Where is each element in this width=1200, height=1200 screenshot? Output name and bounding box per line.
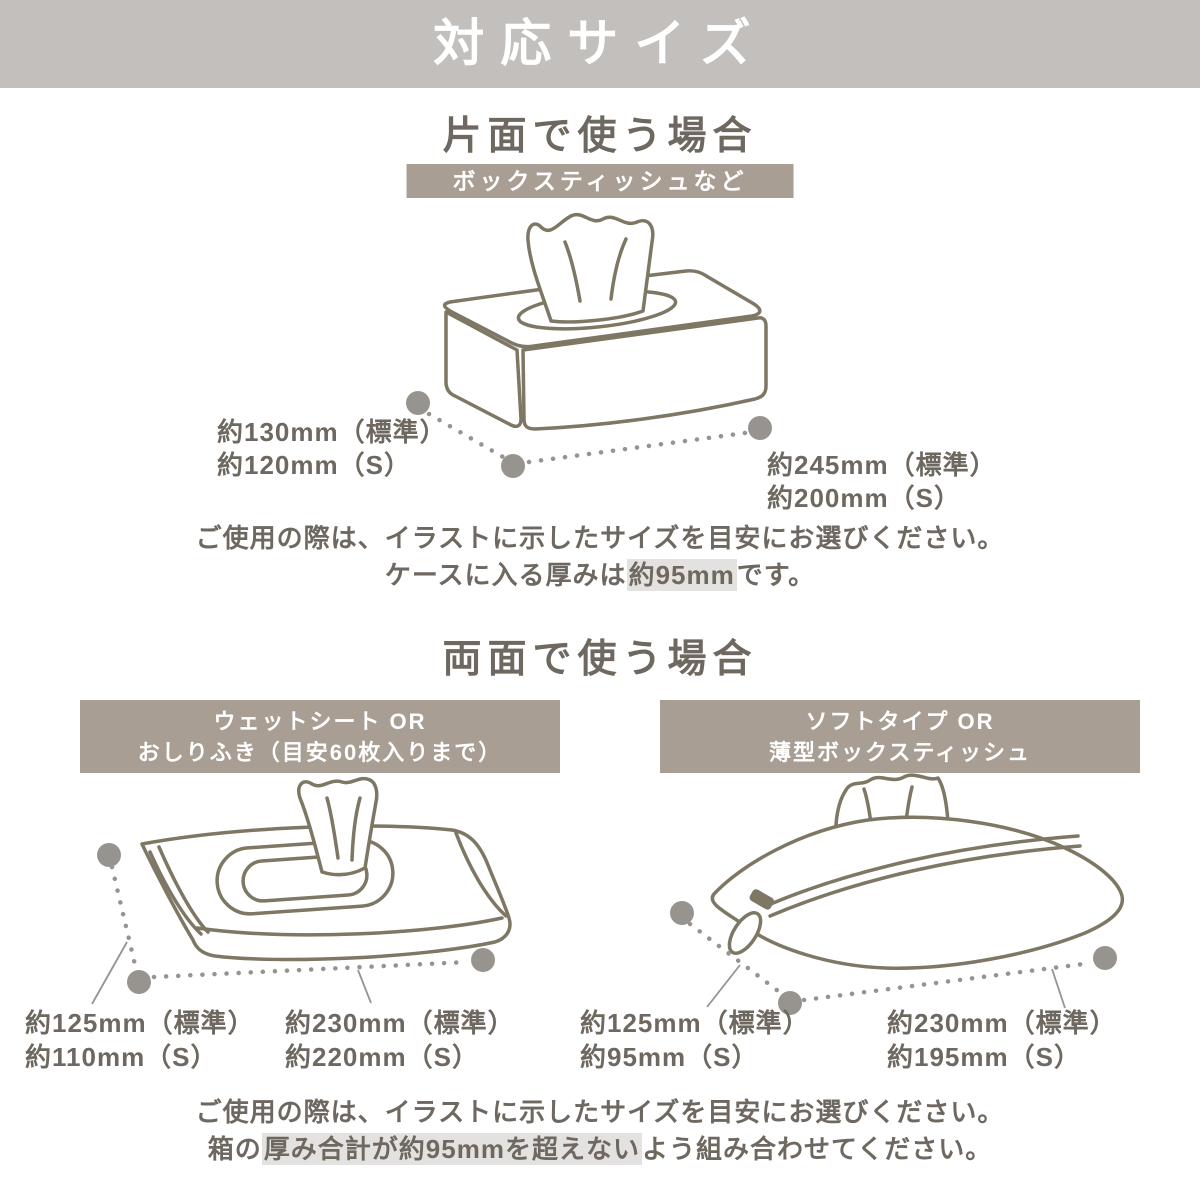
page-title: 対応サイズ: [433, 15, 767, 72]
note-line: ご使用の際は、イラストに示したサイズを目安にお選びください。: [195, 523, 1005, 553]
header-band: [0, 0, 1200, 88]
box-width-dims: 約245mm（標準） 約200mm（S）: [767, 449, 997, 515]
both-sides-illustrations: [91, 773, 1125, 1015]
note-text: よう組み合わせてください。: [641, 1134, 993, 1164]
box-height-dims: 約130mm（標準） 約120mm（S）: [217, 416, 447, 482]
dim-line: 約130mm（標準）: [217, 417, 447, 447]
soft-pack-dimension-markers: [670, 901, 1117, 1015]
badge-line: 薄型ボックスティッシュ: [768, 740, 1032, 765]
box-tissue-art: [442, 212, 768, 431]
wet-sheet-badge: ウェットシート OR おしりふき（目安60枚入りまで）: [80, 700, 560, 773]
note-text: です。: [736, 560, 816, 590]
note-text: 箱の: [207, 1134, 262, 1164]
note-text: ケースに入る厚みは: [384, 560, 627, 590]
dim-line: 約125mm（標準）: [580, 1008, 810, 1038]
dim-line: 約230mm（標準）: [887, 1008, 1117, 1038]
badge-line: ウェットシート OR: [213, 709, 427, 734]
note-line: ケースに入る厚みは約95mmです。: [0, 557, 1200, 594]
dim-line: 約125mm（標準）: [25, 1008, 255, 1038]
dim-line: 約120mm（S）: [217, 450, 411, 480]
badge-line: ソフトタイプ OR: [805, 709, 995, 734]
one-side-heading: 片面で使う場合: [442, 115, 758, 158]
one-side-note: ご使用の際は、イラストに示したサイズを目安にお選びください。 ケースに入る厚みは…: [0, 520, 1200, 594]
soft-pack-width-dims: 約230mm（標準） 約195mm（S）: [887, 1006, 1117, 1074]
wet-sheet-height-dims: 約125mm（標準） 約110mm（S）: [25, 1006, 255, 1074]
note-highlight: 約95mm: [626, 559, 737, 591]
soft-pack-illustration: [710, 773, 1125, 970]
both-sides-heading: 両面で使う場合: [442, 638, 758, 681]
wet-sheet-width-dims: 約230mm（標準） 約220mm（S）: [285, 1006, 515, 1074]
dim-line: 約245mm（標準）: [767, 450, 997, 480]
soft-pack-badge: ソフトタイプ OR 薄型ボックスティッシュ: [660, 700, 1140, 773]
soft-pack-height-dims: 約125mm（標準） 約95mm（S）: [580, 1006, 810, 1074]
note-line: 箱の厚み合計が約95mmを超えないよう組み合わせてください。: [0, 1131, 1200, 1168]
note-highlight: 厚み合計が約95mmを超えない: [261, 1133, 642, 1165]
dim-line: 約220mm（S）: [285, 1042, 479, 1072]
wet-sheet-pack-illustration: [140, 776, 512, 962]
box-dimension-markers: [406, 391, 772, 478]
dim-line: 約110mm（S）: [25, 1042, 218, 1072]
box-tissue-illustration: [406, 212, 772, 478]
badge-line: おしりふき（目安60枚入りまで）: [137, 740, 503, 765]
dim-line: 約95mm（S）: [580, 1042, 759, 1072]
one-side-badge: ボックスティッシュなど: [406, 164, 794, 198]
both-sides-note: ご使用の際は、イラストに示したサイズを目安にお選びください。 箱の厚み合計が約9…: [0, 1094, 1200, 1168]
wet-sheet-dimension-markers: [91, 843, 495, 1005]
note-line: ご使用の際は、イラストに示したサイズを目安にお選びください。: [195, 1097, 1005, 1127]
dim-line: 約230mm（標準）: [285, 1008, 515, 1038]
dim-line: 約195mm（S）: [887, 1042, 1081, 1072]
dim-line: 約200mm（S）: [767, 483, 961, 513]
